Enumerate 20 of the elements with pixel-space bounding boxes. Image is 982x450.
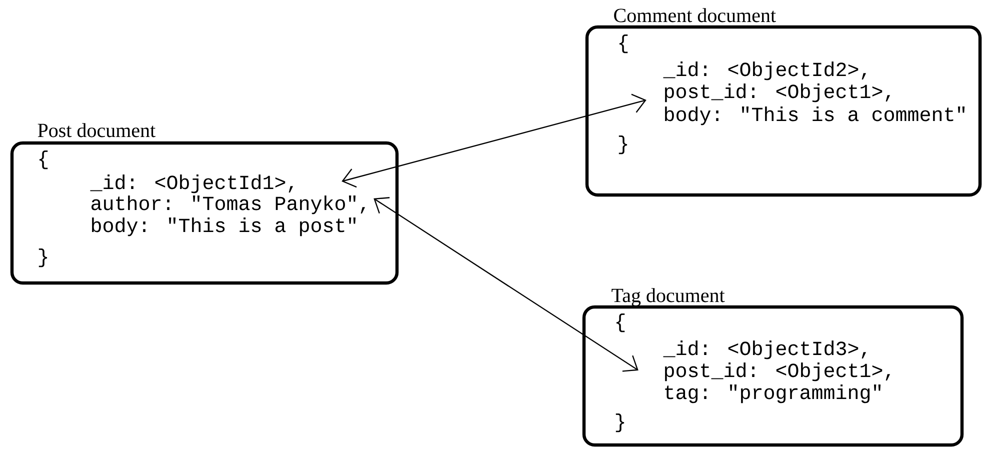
box-heading: Post document [38, 123, 156, 138]
code-line: post_id: <Object1>, [665, 362, 890, 382]
code-line: post_id: <Object1>, [665, 84, 890, 102]
code-line: body: "This is a post" [92, 218, 356, 236]
arrow [374, 197, 638, 372]
box-heading: Comment document [614, 8, 776, 22]
code-line: } [38, 248, 48, 268]
code-line: author: "Tomas Panyko", [92, 196, 366, 214]
code-line: } [616, 414, 624, 432]
code-line: _id: <ObjectId3>, [663, 340, 866, 360]
code-line: { [620, 34, 628, 54]
code-line: { [39, 150, 48, 170]
code-line: _id: <ObjectId1>, [90, 174, 294, 194]
code-line: } [618, 136, 628, 154]
code-line: tag: "programming" [665, 384, 881, 404]
code-line: { [616, 314, 625, 332]
code-line: _id: <ObjectId2>, [663, 62, 866, 80]
box-heading: Tag document [612, 288, 725, 306]
code-line: body: "This is a comment" [665, 106, 965, 126]
arrow [342, 94, 646, 188]
